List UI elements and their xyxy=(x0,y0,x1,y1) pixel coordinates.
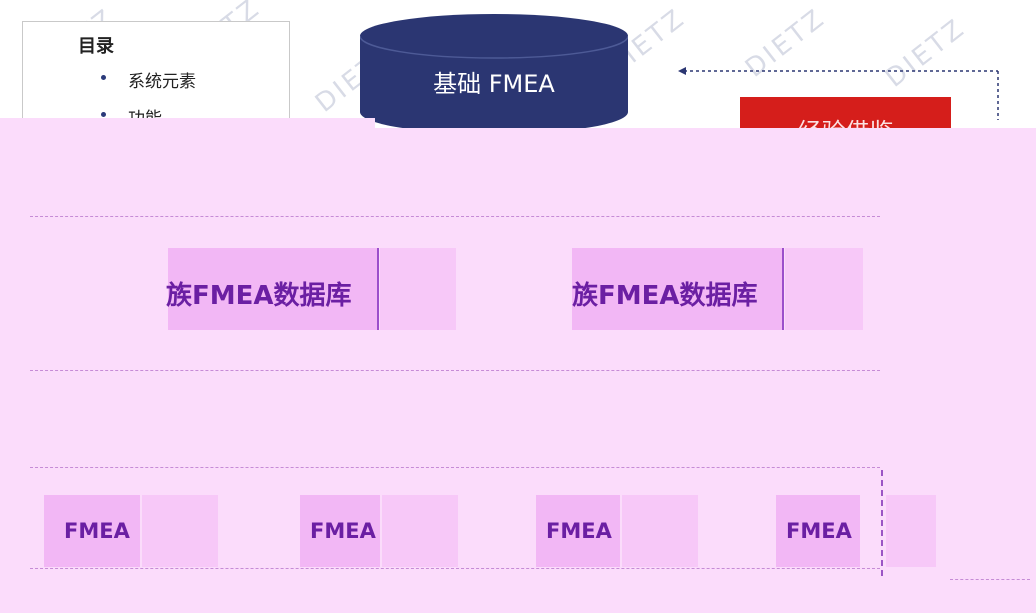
dashed-separator xyxy=(881,470,883,576)
product-fmea-block xyxy=(776,495,860,567)
product-fmea-label: FMEA xyxy=(64,519,130,543)
toc-bullet xyxy=(101,75,106,80)
product-fmea-block xyxy=(300,495,380,567)
dashed-guide xyxy=(30,568,880,569)
family-db-label: 族FMEA数据库 xyxy=(166,281,352,311)
feedback-arrow xyxy=(678,67,999,120)
family-db-side xyxy=(785,248,863,330)
product-fmea-label: FMEA xyxy=(310,519,376,543)
family-db-label: 族FMEA数据库 xyxy=(572,281,758,311)
product-fmea-side xyxy=(886,495,936,567)
toc-item-system-elements: 系统元素 xyxy=(128,72,196,92)
dashed-guide xyxy=(30,467,880,468)
database-cylinder xyxy=(360,14,628,134)
family-db-block xyxy=(572,248,782,330)
dashed-guide xyxy=(30,216,880,217)
family-db-side xyxy=(380,248,456,330)
family-db-divider xyxy=(377,248,379,330)
family-db-divider xyxy=(782,248,784,330)
toc-bullet xyxy=(101,112,106,117)
product-fmea-side xyxy=(142,495,218,567)
dashed-guide xyxy=(30,370,880,371)
product-fmea-side xyxy=(382,495,458,567)
base-fmea-label: 基础 FMEA xyxy=(433,70,555,98)
product-fmea-block xyxy=(44,495,140,567)
product-fmea-label: FMEA xyxy=(546,519,612,543)
product-fmea-side xyxy=(622,495,698,567)
family-db-block xyxy=(168,248,378,330)
product-fmea-block xyxy=(536,495,620,567)
toc-title: 目录 xyxy=(78,36,114,57)
dashed-guide xyxy=(950,579,1030,580)
product-fmea-label: FMEA xyxy=(786,519,852,543)
